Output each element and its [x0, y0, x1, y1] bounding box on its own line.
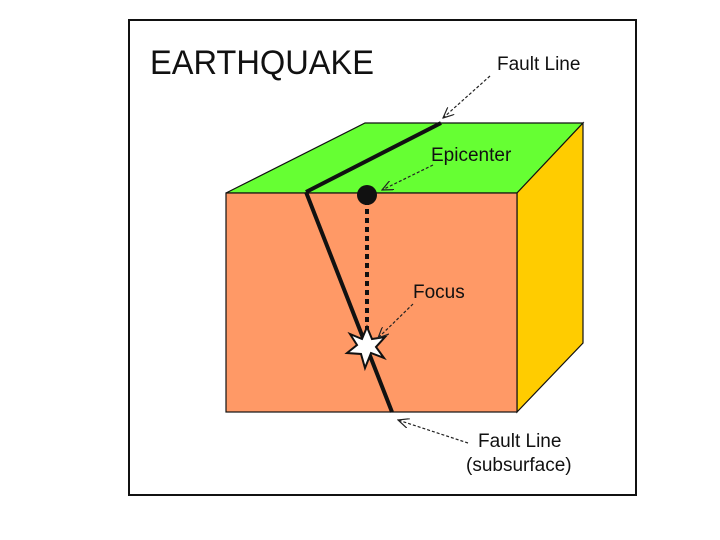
block-front-face: [225, 192, 518, 413]
arrow-fault-line-top: [443, 75, 491, 118]
label-epicenter: Epicenter: [431, 145, 512, 166]
arrow-fault-line-bottom: [398, 420, 469, 444]
label-fault-line-bottom: Fault Line: [478, 431, 561, 452]
label-fault-line-top: Fault Line: [497, 54, 580, 75]
fault-line-subsurface: [304, 191, 394, 413]
label-fault-line-bottom-subtext: (subsurface): [466, 455, 572, 476]
epicenter-dot: [357, 185, 377, 205]
label-focus: Focus: [413, 282, 465, 303]
fault-line-surface: [305, 121, 442, 194]
arrow-epicenter: [382, 164, 434, 190]
diagram-title: EARTHQUAKE: [150, 44, 374, 82]
arrow-focus: [378, 303, 414, 338]
